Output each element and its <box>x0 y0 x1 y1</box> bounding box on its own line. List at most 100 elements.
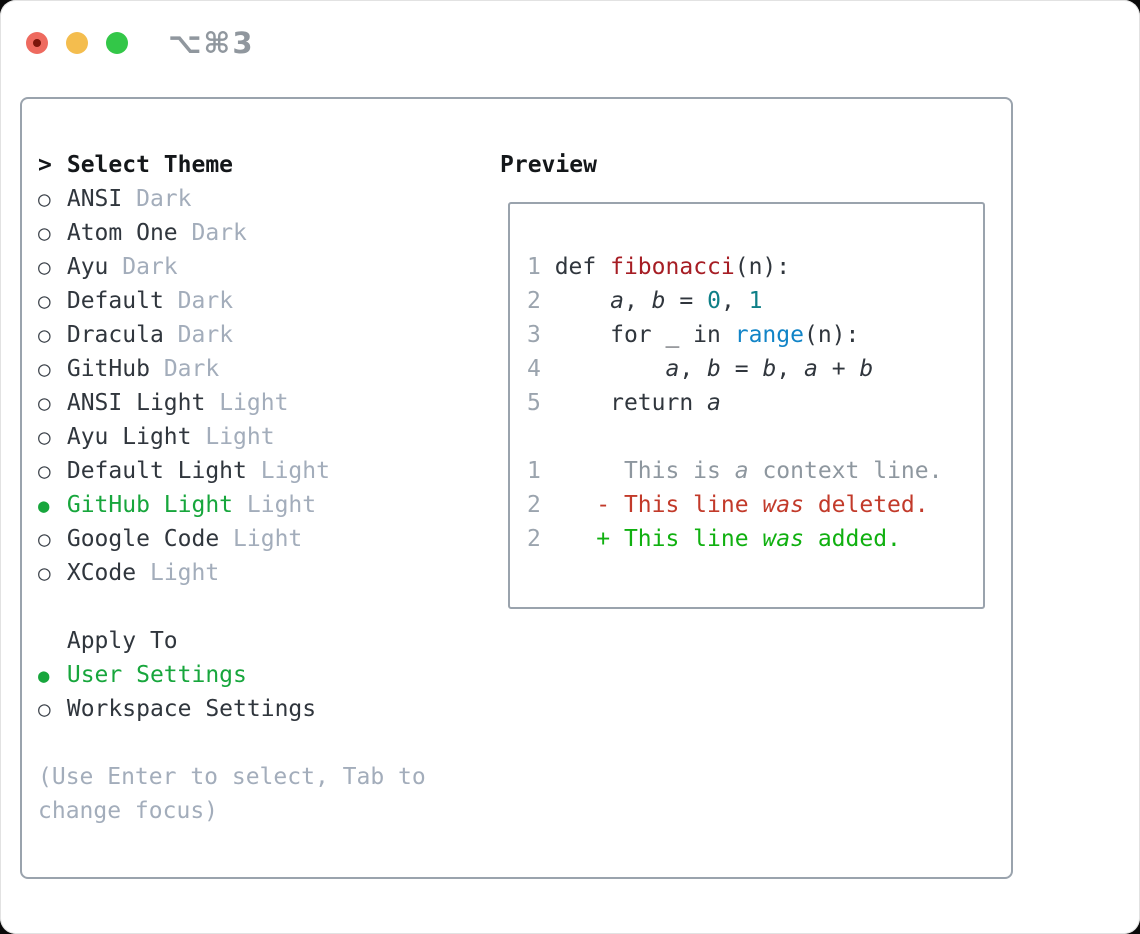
radio-icon: ○ <box>38 527 51 551</box>
zoom-button[interactable] <box>106 32 128 54</box>
code-token-plain: for _ in <box>540 322 735 348</box>
spacer <box>38 726 482 760</box>
radio-icon: ○ <box>38 697 51 721</box>
keyboard-hint: (Use Enter to select, Tab to change focu… <box>38 764 426 824</box>
code-token-variable: a <box>707 390 721 416</box>
code-token-variable: b <box>651 288 666 314</box>
radio-icon: ○ <box>38 323 51 347</box>
theme-option-label: GitHub Light <box>66 492 234 518</box>
apply-option-workspace-settings[interactable]: ○ Workspace Settings <box>38 692 482 726</box>
theme-option-default[interactable]: ○ Default Dark <box>38 284 482 318</box>
theme-variant-label: Dark <box>136 186 192 212</box>
code-token-variable: a <box>610 288 624 314</box>
code-token-variable: a <box>804 356 818 382</box>
theme-option-ayu-light[interactable]: ○ Ayu Light Light <box>38 420 482 454</box>
preview-title: Preview <box>500 152 597 178</box>
select-theme-header: > Select Theme <box>38 148 482 182</box>
theme-option-ayu[interactable]: ○ Ayu Dark <box>38 250 482 284</box>
code-token-plain: + <box>817 356 860 382</box>
select-theme-title: Select Theme <box>66 152 234 178</box>
theme-option-dracula[interactable]: ○ Dracula Dark <box>38 318 482 352</box>
radio-icon: ○ <box>38 221 51 245</box>
code-line: 2 - This line was deleted. <box>527 488 973 522</box>
code-token-added-italic: was <box>762 526 804 552</box>
code-line: 3 for _ in range(n): <box>527 318 973 352</box>
titlebar: ⌥⌘3 <box>26 26 255 60</box>
code-token-context-italic: a <box>734 458 749 484</box>
theme-option-label: Atom One <box>66 220 178 246</box>
code-token-plain: (n): <box>803 322 860 348</box>
radio-selected-icon: ● <box>38 495 50 517</box>
code-token-deleted: deleted. <box>803 492 929 518</box>
apply-to-title: Apply To <box>66 628 178 654</box>
radio-icon: ○ <box>38 425 51 449</box>
code-line: 1 def fibonacci(n): <box>527 250 973 284</box>
theme-option-label: Ayu <box>66 254 109 280</box>
theme-option-github[interactable]: ○ GitHub Dark <box>38 352 482 386</box>
theme-variant-label: Dark <box>122 254 178 280</box>
minimize-button[interactable] <box>66 32 88 54</box>
apply-option-user-settings[interactable]: ● User Settings <box>38 658 482 692</box>
theme-option-github-light[interactable]: ● GitHub Light Light <box>38 488 482 522</box>
code-token-plain: (n): <box>734 254 791 280</box>
theme-option-ansi[interactable]: ○ ANSI Dark <box>38 182 482 216</box>
theme-option-label: Dracula <box>66 322 164 348</box>
code-token-context: context line. <box>748 458 943 484</box>
theme-variant-label: Light <box>233 526 303 552</box>
theme-option-label: XCode <box>66 560 137 586</box>
theme-variant-label: Dark <box>191 220 247 246</box>
line-number: 4 <box>527 356 541 382</box>
code-token-number: 1 <box>748 288 763 314</box>
theme-variant-label: Light <box>219 390 289 416</box>
close-button[interactable] <box>26 32 48 54</box>
theme-option-default-light[interactable]: ○ Default Light Light <box>38 454 482 488</box>
code-token-plain: , <box>679 356 708 382</box>
radio-icon: ○ <box>38 561 51 585</box>
preview-column: Preview 1 def fibonacci(n):2 a, b = 0, 1… <box>500 148 985 609</box>
theme-variant-label: Dark <box>163 356 220 382</box>
apply-to-header: Apply To <box>38 624 482 658</box>
theme-option-atom-one[interactable]: ○ Atom One Dark <box>38 216 482 250</box>
line-number: 3 <box>527 322 541 348</box>
code-token-deleted: - This line <box>540 492 763 518</box>
theme-list: ○ ANSI Dark○ Atom One Dark○ Ayu Dark○ De… <box>38 182 482 590</box>
code-token-context: This is <box>540 458 735 484</box>
theme-variant-label: Dark <box>177 322 234 348</box>
theme-option-label: ANSI <box>66 186 123 212</box>
spacer <box>38 590 482 624</box>
radio-icon: ○ <box>38 357 51 381</box>
code-line: 2 a, b = 0, 1 <box>527 284 973 318</box>
theme-variant-label: Light <box>149 560 220 586</box>
apply-option-label: Workspace Settings <box>66 696 317 722</box>
line-number: 2 <box>527 288 541 314</box>
code-token-keyword: def <box>540 254 611 280</box>
theme-picker-panel: > Select Theme ○ ANSI Dark○ Atom One Dar… <box>20 97 1013 879</box>
theme-option-google-code[interactable]: ○ Google Code Light <box>38 522 482 556</box>
theme-option-label: Ayu Light <box>66 424 192 450</box>
code-token-plain <box>541 356 666 382</box>
code-line: 2 + This line was added. <box>527 522 973 556</box>
code-token-plain: , <box>720 288 749 314</box>
cursor-icon: > <box>38 152 52 178</box>
theme-option-label: Default <box>66 288 164 314</box>
code-token-function: fibonacci <box>610 254 735 280</box>
code-token-plain: = <box>665 288 708 314</box>
code-token-added: + This line <box>540 526 763 552</box>
theme-option-ansi-light[interactable]: ○ ANSI Light Light <box>38 386 482 420</box>
theme-option-label: Default Light <box>66 458 247 484</box>
theme-option-xcode[interactable]: ○ XCode Light <box>38 556 482 590</box>
code-token-number: 0 <box>707 288 721 314</box>
theme-variant-label: Dark <box>177 288 234 314</box>
radio-icon: ○ <box>38 289 51 313</box>
code-token-plain: , <box>623 288 652 314</box>
line-number: 2 <box>527 492 541 518</box>
line-number: 1 <box>527 458 541 484</box>
code-token-deleted-italic: was <box>762 492 804 518</box>
theme-option-label: GitHub <box>66 356 150 382</box>
code-line <box>527 420 973 454</box>
code-token-plain <box>541 288 610 314</box>
code-token-added: added. <box>803 526 901 552</box>
theme-option-label: ANSI Light <box>66 390 206 416</box>
